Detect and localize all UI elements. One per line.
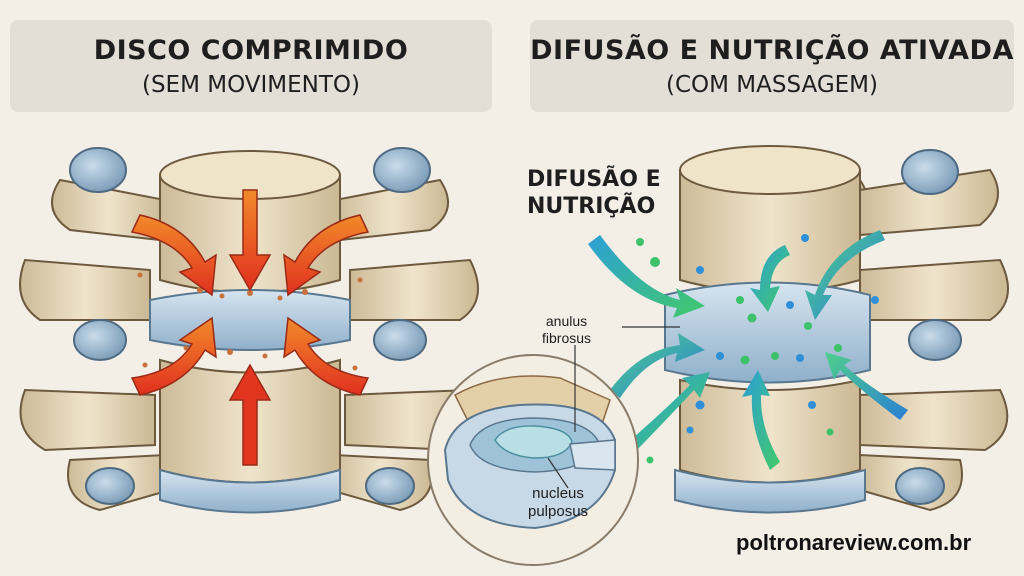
- diffusion-label-line1: DIFUSÃO E: [527, 167, 661, 192]
- left-panel-header: DISCO COMPRIMIDO (SEM MOVIMENTO): [10, 20, 492, 112]
- left-panel-title: DISCO COMPRIMIDO: [93, 34, 409, 66]
- left-spine: [19, 147, 479, 514]
- watermark-url: poltronareview.com.br: [736, 530, 972, 555]
- nucleus-pulposus-label: nucleus pulposus: [528, 485, 588, 521]
- right-spine: [588, 145, 1009, 514]
- disc-cross-section-inset: [427, 354, 639, 566]
- right-panel-header: DIFUSÃO E NUTRIÇÃO ATIVADA (COM MASSAGEM…: [530, 20, 1014, 112]
- nutrient-particles: [621, 234, 879, 464]
- nucleus-label-line2: pulposus: [528, 503, 589, 520]
- left-panel-subtitle: (SEM MOVIMENTO): [141, 71, 361, 98]
- diffusion-label: DIFUSÃO E NUTRIÇÃO: [527, 166, 661, 220]
- right-panel-subtitle: (COM MASSAGEM): [666, 71, 878, 98]
- anulus-fibrosus-label: anulus fibrosus: [542, 313, 591, 347]
- anulus-label-line1: anulus: [545, 313, 588, 329]
- nucleus-label-line1: nucleus: [532, 485, 584, 502]
- diffusion-label-line2: NUTRIÇÃO: [527, 194, 656, 219]
- anulus-label-line2: fibrosus: [542, 330, 592, 346]
- right-panel-title: DIFUSÃO E NUTRIÇÃO ATIVADA: [530, 34, 1014, 66]
